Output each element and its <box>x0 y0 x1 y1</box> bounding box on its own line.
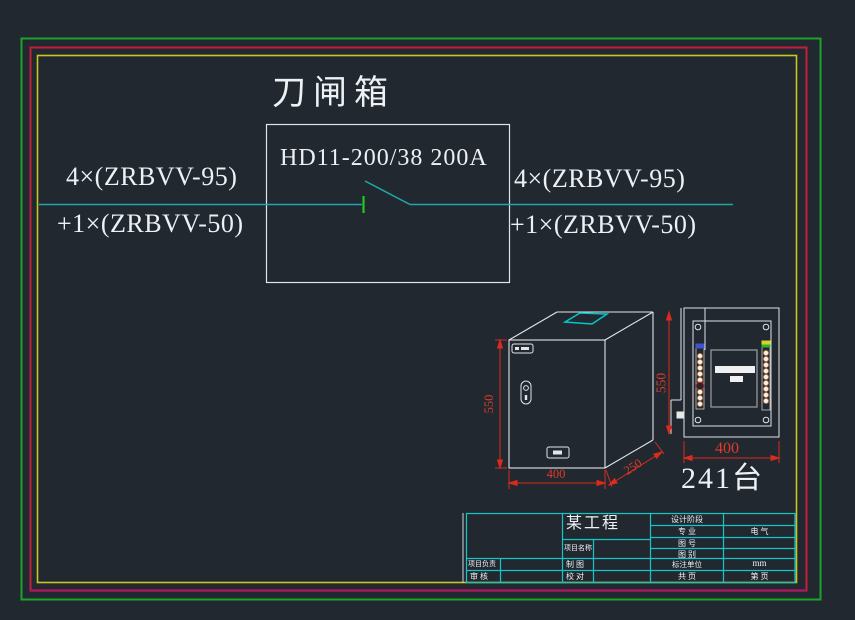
titleblock-stage-label: 设计阶段 <box>671 515 703 524</box>
iso-enclosure <box>508 311 654 469</box>
iso-nameplate-bottom <box>546 446 570 459</box>
cable-right-top-label: 4×(ZRBVV-95) <box>514 164 686 193</box>
iso-width-dim: 400 <box>546 466 566 481</box>
front-dimensions <box>665 310 781 463</box>
titleblock-project-lead-label: 项目负责 <box>468 560 496 568</box>
titleblock-check-label: 校 对 <box>566 572 584 581</box>
switch-model-label: HD11-200/38 200A <box>280 145 488 171</box>
front-switch-body <box>710 349 758 408</box>
door-lock <box>676 411 684 419</box>
pe-cap-green <box>761 344 771 348</box>
diagram-title: 刀闸箱 <box>272 75 395 112</box>
switch-blade <box>364 180 411 206</box>
front-width-dim: 400 <box>715 440 739 457</box>
neutral-cap <box>695 343 705 349</box>
front-view <box>670 307 780 438</box>
iso-height-dim: 550 <box>481 394 496 414</box>
titleblock-unit-value: mm <box>752 558 767 568</box>
pe-cap-yellow <box>761 340 771 345</box>
feeder-wires <box>39 180 733 213</box>
quantity-label: 241台 <box>681 462 764 495</box>
terminal-strip-left <box>695 343 705 410</box>
titleblock-review-label: 审 核 <box>470 572 488 581</box>
titleblock-drawing-type-label: 图 别 <box>678 550 696 559</box>
titleblock-page-no-label: 第 页 <box>750 572 769 581</box>
titleblock-project-name-label: 项目名称 <box>564 544 592 552</box>
switch-box-outline <box>265 123 511 284</box>
title-block-grid <box>462 512 796 584</box>
sheet-frames <box>20 37 822 601</box>
titleblock-unit-label: 标注单位 <box>672 560 702 569</box>
iso-nameplate-top <box>511 343 534 354</box>
front-height-dim: 550 <box>653 372 669 394</box>
titleblock-project-title: 某工程 <box>566 515 621 532</box>
cable-left-top-label: 4×(ZRBVV-95) <box>66 162 238 191</box>
titleblock-major-value: 电 气 <box>750 527 769 536</box>
cable-left-bottom-label: +1×(ZRBVV-50) <box>57 209 244 238</box>
titleblock-total-pages-label: 共 页 <box>678 572 696 581</box>
iso-dimensions <box>495 338 665 489</box>
titleblock-drawing-no-label: 图 号 <box>678 539 696 548</box>
titleblock-draw-label: 制 图 <box>566 560 584 569</box>
titleblock-major-label: 专 业 <box>678 527 696 536</box>
terminal-strip-right <box>761 340 771 411</box>
cable-right-bottom-label: +1×(ZRBVV-50) <box>510 210 697 239</box>
lifting-lug <box>562 312 610 325</box>
iso-door-handle <box>520 380 532 405</box>
